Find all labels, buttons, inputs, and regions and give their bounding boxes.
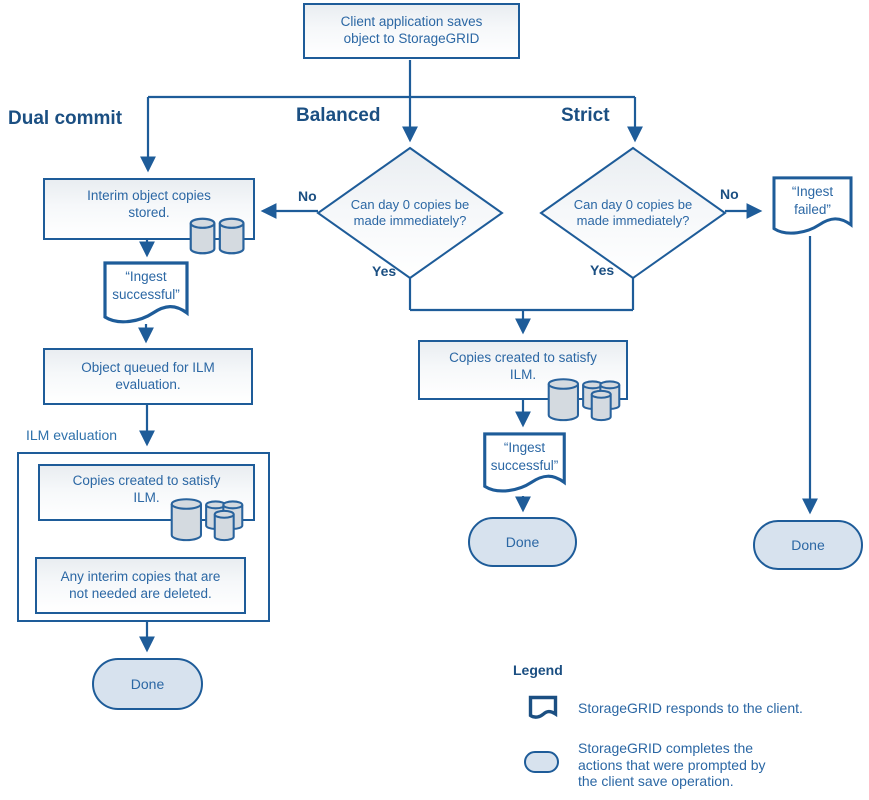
database-cluster-icon	[170, 498, 244, 542]
database-icon	[189, 217, 245, 255]
ingest-successful-label: “Ingest successful”	[112, 269, 180, 302]
strict-decision-diamond	[539, 146, 727, 280]
document-shape-ingest-successful	[483, 432, 566, 493]
strict-decision-text: Can day 0 copies be made immediately?	[573, 196, 693, 228]
done-terminator-balanced-strict: Done	[468, 517, 577, 567]
done-terminator-strict-fail: Done	[753, 520, 863, 570]
document-icon	[528, 695, 558, 719]
edge-label-balanced-yes: Yes	[372, 263, 397, 279]
edge-label-strict-yes: Yes	[590, 262, 615, 278]
branch-heading-strict: Strict	[561, 105, 610, 126]
object-queued-node: Object queued for ILM evaluation.	[43, 348, 253, 405]
ingest-successful-label: “Ingest successful”	[490, 440, 559, 473]
database-cluster-icon	[547, 378, 621, 422]
balanced-decision-diamond	[316, 146, 504, 280]
edge-label-strict-no: No	[720, 186, 739, 202]
branch-heading-balanced: Balanced	[296, 105, 381, 126]
ilm-evaluation-label: ILM evaluation	[26, 427, 118, 443]
document-shape-ingest-failed	[772, 176, 853, 235]
copies-created-node-middle: Copies created to satisfy ILM.	[418, 340, 628, 400]
start-node: Client application saves object to Stora…	[303, 3, 520, 59]
interim-deleted-node: Any interim copies that are not needed a…	[35, 557, 246, 614]
ingest-failed-label: “Ingest failed”	[791, 184, 834, 217]
legend-title: Legend	[513, 662, 563, 678]
balanced-decision-text: Can day 0 copies be made immediately?	[350, 196, 470, 228]
branch-heading-dual-commit: Dual commit	[8, 108, 123, 129]
done-terminator-dual-commit: Done	[92, 658, 203, 710]
document-shape-ingest-successful	[103, 261, 189, 324]
edge-label-balanced-no: No	[298, 188, 317, 204]
legend-item-document-text: StorageGRID responds to the client.	[578, 700, 803, 716]
legend-item-oval-text: StorageGRID completes the actions that w…	[578, 740, 766, 790]
rounded-rectangle-icon	[524, 751, 559, 773]
